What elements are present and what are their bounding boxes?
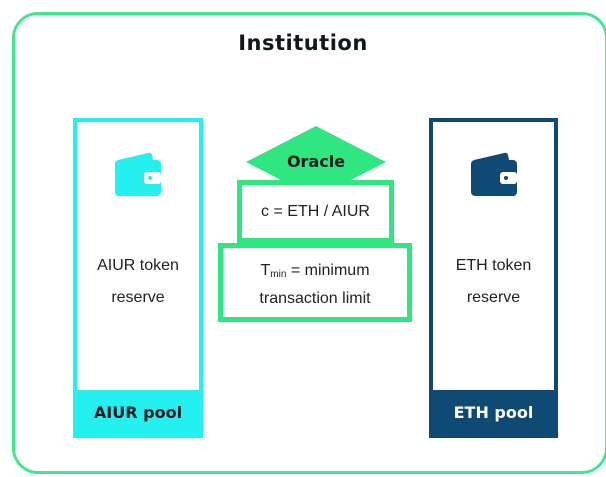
tmin-definition: = minimum <box>286 262 370 279</box>
wallet-icon <box>115 152 161 196</box>
aiur-reserve-text: AIUR token reserve <box>77 250 199 314</box>
min-transaction-box: Tmin = minimum transaction limit <box>218 243 412 322</box>
aiur-reserve-line2: reserve <box>111 289 165 306</box>
conversion-formula: c = ETH / AIUR <box>261 202 370 220</box>
eth-pool: ETH token reserve ETH pool <box>429 118 558 438</box>
eth-reserve-line2: reserve <box>466 289 521 306</box>
wallet-icon <box>470 152 517 196</box>
tmin-symbol: T <box>260 262 271 279</box>
min-transaction-line2: transaction limit <box>259 290 371 307</box>
aiur-pool: AIUR token reserve AIUR pool <box>73 118 203 438</box>
tmin-subscript: min <box>270 269 287 280</box>
eth-reserve-line1: ETH token <box>455 257 532 274</box>
eth-reserve-text: ETH token reserve <box>433 250 554 314</box>
oracle-label: Oracle <box>286 152 346 171</box>
min-transaction-line1: Tmin = minimum <box>223 260 407 286</box>
aiur-pool-label: AIUR pool <box>77 390 199 434</box>
aiur-reserve-line1: AIUR token <box>97 257 179 274</box>
conversion-rate-box: c = ETH / AIUR <box>237 180 394 243</box>
diagram-title: Institution <box>238 31 368 55</box>
eth-pool-label: ETH pool <box>433 390 554 434</box>
